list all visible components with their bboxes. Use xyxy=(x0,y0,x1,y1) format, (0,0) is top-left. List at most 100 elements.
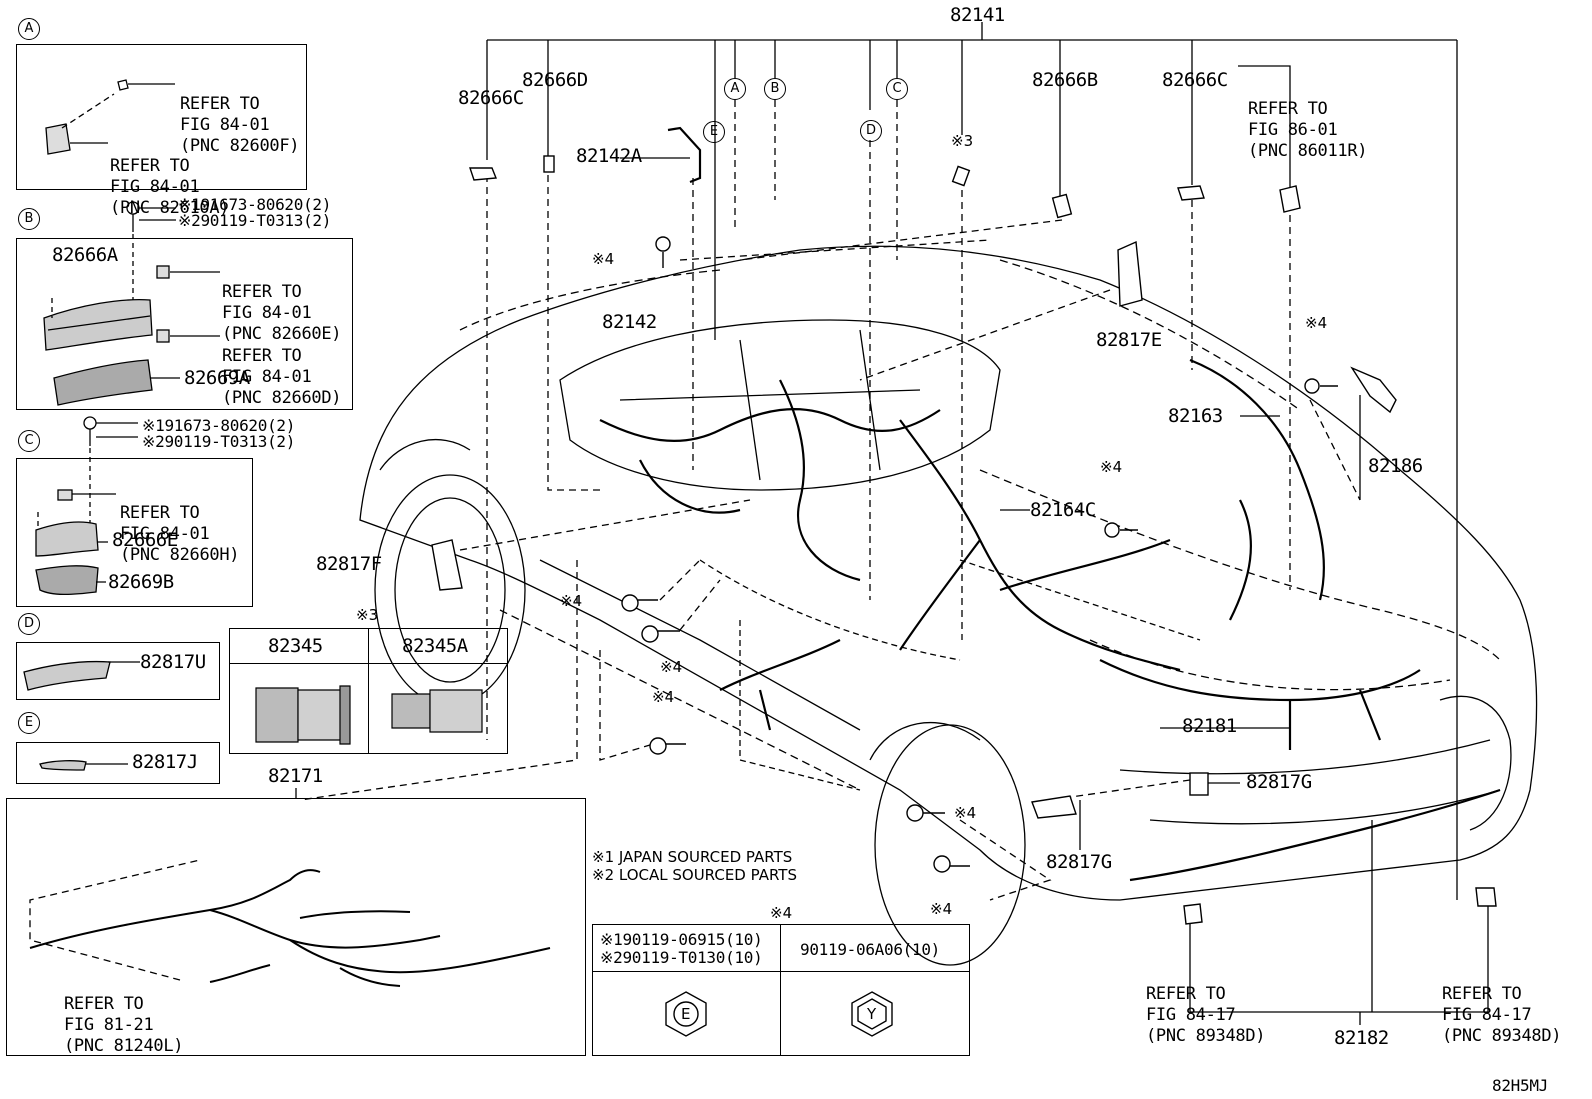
label-82817G-a: 82817G xyxy=(1246,771,1312,793)
rear-harness-82163 xyxy=(1189,358,1326,621)
clip-86011R xyxy=(1279,185,1301,213)
inset-b-82669A: 82669A xyxy=(184,367,250,389)
marker-b: B xyxy=(764,78,786,100)
floor-harness-82171 xyxy=(29,869,551,987)
label-82163: 82163 xyxy=(1168,405,1223,427)
hex-mark-y-icon xyxy=(851,991,893,1037)
inset-c-bolt1: ※191673-80620(2) xyxy=(142,416,296,435)
clip-82817J xyxy=(39,760,87,771)
inset-d-box xyxy=(16,642,220,700)
fuse-table-parts xyxy=(255,685,483,745)
fuse-col-82345: 82345 xyxy=(268,635,323,657)
label-82142: 82142 xyxy=(602,311,657,333)
label-82164C: 82164C xyxy=(1030,499,1096,521)
inset-c-parts xyxy=(35,416,138,596)
bolt-mark-e: E xyxy=(681,1005,691,1023)
fuse-table-note: ※3 xyxy=(356,606,379,624)
note-mark-4c: ※4 xyxy=(1100,458,1123,476)
note-mark-4h: ※4 xyxy=(930,900,953,918)
clip-82666D xyxy=(543,155,555,173)
inset-c-box xyxy=(16,458,253,607)
inset-d-tag: D xyxy=(18,613,40,635)
bolt-col1-line1: ※190119-06915(10) xyxy=(600,930,763,949)
label-82182: 82182 xyxy=(1334,1027,1389,1049)
label-82666C-top: 82666C xyxy=(458,87,524,109)
vehicle-body-outline xyxy=(359,245,1538,901)
label-82186: 82186 xyxy=(1368,455,1423,477)
bumper-harness-82182 xyxy=(1129,788,1501,882)
clip-82666C-right xyxy=(1177,185,1205,201)
note-mark-4e: ※4 xyxy=(660,658,683,676)
label-82141: 82141 xyxy=(950,4,1005,26)
note-mark-4f: ※4 xyxy=(652,688,675,706)
back-door-harness-82181 xyxy=(1099,659,1421,750)
inset-c-82669B: 82669B xyxy=(108,571,174,593)
inset-c-tag: C xyxy=(18,430,40,452)
clip-82666C xyxy=(469,167,497,181)
label-82666D: 82666D xyxy=(522,69,588,91)
inset-a-tag: A xyxy=(18,18,40,40)
legend-line1: ※1 JAPAN SOURCED PARTS xyxy=(592,848,793,866)
inset-e-box xyxy=(16,742,220,784)
marker-a: A xyxy=(724,78,746,100)
note-mark-4g: ※4 xyxy=(954,804,977,822)
label-82142A: 82142A xyxy=(576,145,642,167)
bracket-82186 xyxy=(1350,366,1397,414)
bolt-col2: 90119-06A06(10) xyxy=(800,940,940,959)
inset-c-bolt2: ※290119-T0313(2) xyxy=(142,432,296,451)
bracket-82817F xyxy=(431,539,463,591)
floor-harness xyxy=(899,419,1181,672)
bolt-table-note: ※4 xyxy=(770,904,793,922)
diagram-code: 82H5MJ xyxy=(1492,1076,1548,1095)
clip-89348D-a xyxy=(1183,903,1203,925)
bolt-mark-y: Y xyxy=(867,1005,877,1023)
main-harness-bracket xyxy=(486,22,1458,900)
instrument-panel-harness xyxy=(599,379,941,582)
clip-82666B xyxy=(1051,193,1073,219)
label-82817G-b xyxy=(1031,795,1077,819)
legend-line2: ※2 LOCAL SOURCED PARTS xyxy=(592,866,797,884)
fuse-col-82345A: 82345A xyxy=(402,635,468,657)
inset-a-box xyxy=(16,44,307,190)
label-82817G-b: 82817G xyxy=(1046,851,1112,873)
note-mark-4d: ※4 xyxy=(560,592,583,610)
bolt-table-header-line xyxy=(592,924,970,972)
connector-82142A xyxy=(667,126,702,184)
fuse-table-divider xyxy=(368,628,369,754)
inset-b-bolt2: ※290119-T0313(2) xyxy=(178,211,332,230)
clip-89348D-b xyxy=(1475,887,1497,907)
note-mark-4b: ※4 xyxy=(1305,314,1328,332)
dashboard-outline xyxy=(559,319,1001,491)
inset-b-82666A: 82666A xyxy=(52,244,118,266)
inset-c-82666E: 82666E xyxy=(112,529,178,551)
note-mark-4a: ※4 xyxy=(592,250,615,268)
bolt-col1-line2: ※290119-T0130(10) xyxy=(600,948,763,967)
inset-a-parts xyxy=(45,79,175,155)
marker-c: C xyxy=(886,78,908,100)
bolt-icons xyxy=(621,236,1338,873)
label-82817F: 82817F xyxy=(316,553,382,575)
label-82171: 82171 xyxy=(268,765,323,787)
inset-b-bolt1: ※191673-80620(2) xyxy=(178,195,332,214)
marker-e: E xyxy=(703,121,725,143)
label-82666C-right: 82666C xyxy=(1162,69,1228,91)
grommet-82817U xyxy=(23,660,111,691)
label-82817G-a xyxy=(1189,772,1209,796)
inset-d-82817U: 82817U xyxy=(140,651,206,673)
label-82817E: 82817E xyxy=(1096,329,1162,351)
inset-b-box xyxy=(16,238,353,410)
inset-e-tag: E xyxy=(18,712,40,734)
label-82181: 82181 xyxy=(1182,715,1237,737)
note-mark-3: ※3 xyxy=(951,132,974,150)
label-82666B: 82666B xyxy=(1032,69,1098,91)
marker-d: D xyxy=(860,120,882,142)
bolt-table-divider xyxy=(780,924,781,1056)
